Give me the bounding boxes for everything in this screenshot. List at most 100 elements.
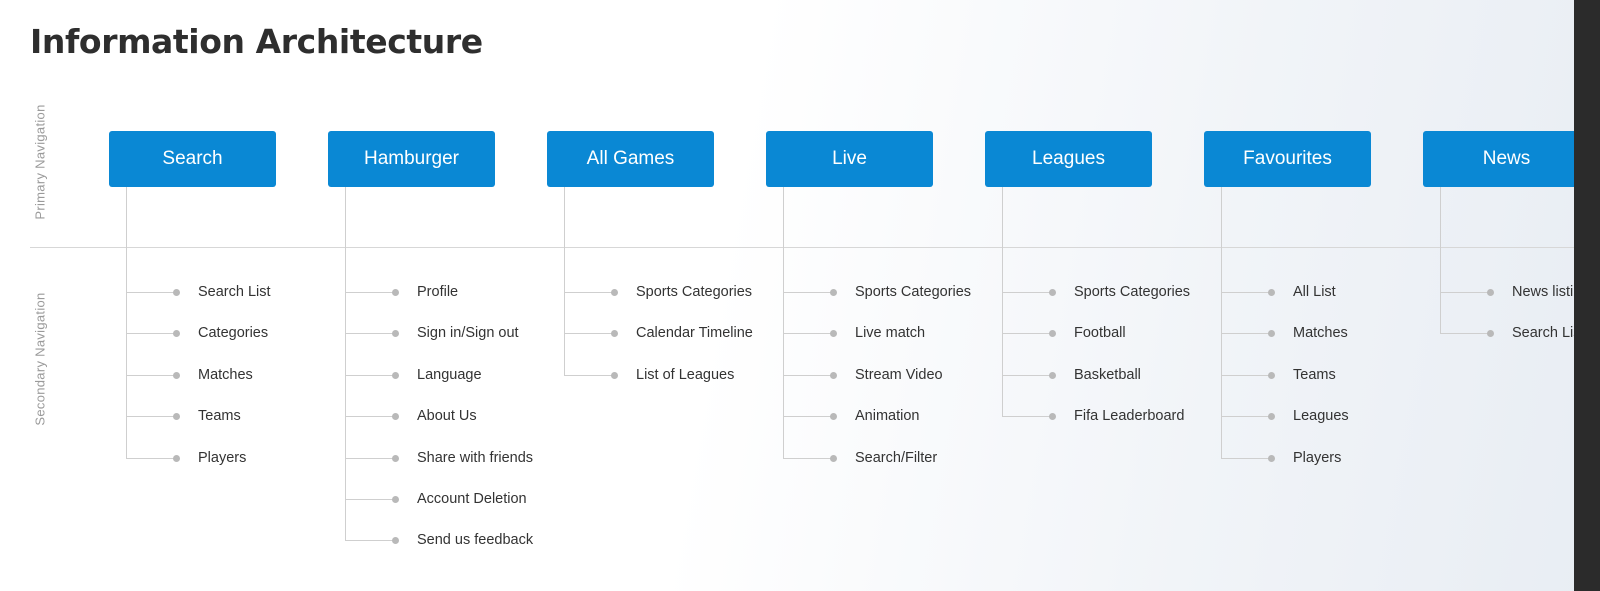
bullet-icon (1268, 289, 1275, 296)
connector-branch (783, 375, 833, 376)
secondary-nav-item: Matches (198, 367, 253, 383)
primary-nav-search[interactable]: Search (109, 131, 276, 187)
bullet-icon (392, 372, 399, 379)
connector-branch (1221, 458, 1271, 459)
primary-nav-leagues[interactable]: Leagues (985, 131, 1152, 187)
primary-nav-live[interactable]: Live (766, 131, 933, 187)
bullet-icon (173, 455, 180, 462)
bullet-icon (1268, 372, 1275, 379)
bullet-icon (392, 496, 399, 503)
secondary-nav-item: Players (198, 450, 247, 466)
secondary-nav-item: Sports Categories (1074, 284, 1191, 300)
connector-branch (345, 375, 395, 376)
bullet-icon (611, 372, 618, 379)
secondary-nav-item: Calendar Timeline (636, 325, 753, 341)
primary-nav-news[interactable]: News (1423, 131, 1574, 187)
bullet-icon (1049, 372, 1056, 379)
bullet-icon (392, 289, 399, 296)
secondary-nav-item: Search List (198, 284, 271, 300)
connector-branch (1002, 416, 1052, 417)
secondary-nav-item: List of Leagues (636, 367, 735, 383)
connector-line (1002, 187, 1003, 417)
bullet-icon (1268, 330, 1275, 337)
connector-branch (1440, 333, 1490, 334)
primary-nav-hamburger[interactable]: Hamburger (328, 131, 495, 187)
bullet-icon (830, 372, 837, 379)
secondary-nav-item: Matches (1293, 325, 1348, 341)
connector-line (1221, 187, 1222, 458)
connector-line (1440, 187, 1441, 334)
secondary-nav-item: Animation (855, 408, 920, 424)
secondary-nav-item: Search/Filter (855, 450, 938, 466)
secondary-nav-item: Fifa Leaderboard (1074, 408, 1185, 424)
connector-branch (1002, 292, 1052, 293)
connector-branch (1221, 375, 1271, 376)
bullet-icon (173, 289, 180, 296)
connector-branch (783, 333, 833, 334)
connector-branch (564, 292, 614, 293)
connector-branch (783, 458, 833, 459)
bullet-icon (830, 413, 837, 420)
bullet-icon (1049, 330, 1056, 337)
bullet-icon (1049, 289, 1056, 296)
connector-branch (345, 333, 395, 334)
secondary-nav-item: Profile (417, 284, 459, 300)
secondary-nav-item: Players (1293, 450, 1342, 466)
bullet-icon (1487, 330, 1494, 337)
connector-branch (1221, 333, 1271, 334)
bullet-icon (830, 289, 837, 296)
secondary-nav-item: Live match (855, 325, 926, 341)
secondary-nav-item: Sign in/Sign out (417, 325, 519, 341)
bullet-icon (1268, 455, 1275, 462)
connector-branch (783, 292, 833, 293)
bullet-icon (830, 455, 837, 462)
secondary-nav-item: About Us (417, 408, 477, 424)
connector-line (564, 187, 565, 375)
bullet-icon (392, 537, 399, 544)
connector-line (126, 187, 127, 458)
bullet-icon (173, 330, 180, 337)
connector-branch (345, 416, 395, 417)
secondary-nav-item: Basketball (1074, 367, 1141, 383)
bullet-icon (392, 455, 399, 462)
window-edge-bar (1574, 0, 1600, 591)
connector-branch (1002, 375, 1052, 376)
connector-branch (564, 333, 614, 334)
connector-branch (126, 375, 176, 376)
secondary-nav-item: All List (1293, 284, 1336, 300)
section-divider (30, 247, 1574, 248)
secondary-nav-item: Language (417, 367, 482, 383)
connector-branch (345, 458, 395, 459)
bullet-icon (173, 372, 180, 379)
secondary-nav-item: Search List (1512, 325, 1574, 341)
page-title: Information Architecture (30, 22, 483, 61)
primary-nav-all-games[interactable]: All Games (547, 131, 714, 187)
secondary-nav-item: Stream Video (855, 367, 943, 383)
secondary-nav-item: Sports Categories (855, 284, 972, 300)
connector-branch (126, 458, 176, 459)
connector-branch (126, 292, 176, 293)
bullet-icon (1487, 289, 1494, 296)
connector-branch (345, 292, 395, 293)
bullet-icon (611, 289, 618, 296)
secondary-nav-item: Send us feedback (417, 532, 534, 548)
connector-line (345, 187, 346, 541)
secondary-nav-item: Sports Categories (636, 284, 753, 300)
connector-branch (564, 375, 614, 376)
secondary-nav-item: News listing (1512, 284, 1574, 300)
connector-branch (1002, 333, 1052, 334)
bullet-icon (611, 330, 618, 337)
connector-branch (345, 499, 395, 500)
secondary-nav-item: Football (1074, 325, 1126, 341)
primary-nav-favourites[interactable]: Favourites (1204, 131, 1371, 187)
bullet-icon (392, 413, 399, 420)
bullet-icon (392, 330, 399, 337)
connector-branch (1440, 292, 1490, 293)
bullet-icon (1268, 413, 1275, 420)
connector-branch (126, 416, 176, 417)
secondary-nav-item: Share with friends (417, 450, 534, 466)
secondary-nav-item: Teams (198, 408, 241, 424)
connector-branch (1221, 292, 1271, 293)
connector-branch (783, 416, 833, 417)
